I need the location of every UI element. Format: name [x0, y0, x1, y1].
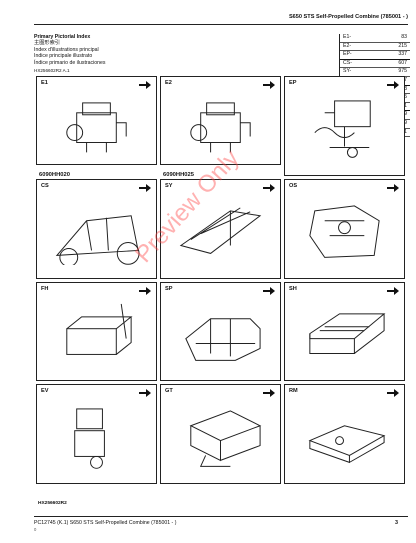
toc-row[interactable]: EP- 337: [340, 51, 410, 60]
engine-illustration: [66, 102, 127, 153]
cell-code: SP: [165, 285, 173, 292]
feeder-house-illustration: [66, 303, 133, 355]
header-rule: [34, 24, 408, 25]
page-link-arrow-icon[interactable]: [138, 286, 152, 296]
toc-code: SY-: [343, 68, 352, 75]
pictorial-cell-ep[interactable]: EP: [284, 76, 405, 176]
page-header-title: S650 STS Self-Propelled Combine (785001 …: [288, 14, 408, 20]
straw-processing-illustration: [185, 317, 261, 361]
page-link-arrow-icon[interactable]: [262, 183, 276, 193]
footer-sub: 0: [34, 527, 37, 532]
figure-id: HX256602R2: [38, 501, 67, 506]
footer-rule: [34, 516, 408, 517]
cell-code: OS: [289, 182, 298, 189]
pictorial-cell-sy[interactable]: SY: [160, 178, 281, 279]
index-titles: Primary Pictorial Index 主图形索引 Index d'il…: [34, 34, 106, 66]
pictorial-cell-sh[interactable]: SH: [284, 281, 405, 382]
toc-page: 607: [398, 59, 407, 66]
pictorial-cell-gt[interactable]: GT: [160, 384, 281, 484]
toc-code: E2-: [343, 42, 352, 49]
toc-code: E1-: [343, 34, 352, 40]
page-link-arrow-icon[interactable]: [386, 388, 400, 398]
index-title-fr: Index d'illustrations principal: [34, 46, 99, 53]
separator-illustration: [179, 207, 262, 254]
cell-code: EP: [289, 80, 297, 86]
page-link-arrow-icon[interactable]: [138, 183, 152, 193]
cell-caption: 6090HH020: [39, 171, 70, 178]
cell-code: CS: [41, 182, 49, 189]
pictorial-cell-sp[interactable]: SP: [160, 281, 281, 382]
toc-code: CS-: [343, 59, 352, 66]
index-title-en: Primary Pictorial Index: [34, 34, 91, 40]
pictorial-index-grid: E1 6090HH020 E2 6090HH025 EP CS SY OS FH SP SH EV GT…: [36, 76, 408, 487]
page-link-arrow-icon[interactable]: [262, 286, 276, 296]
page-link-arrow-icon[interactable]: [386, 183, 400, 193]
toc-page: 337: [398, 51, 407, 58]
combine-structure-illustration: [55, 215, 140, 266]
index-title-it: Indice principale illustrato: [34, 53, 93, 60]
pictorial-cell-cs[interactable]: CS: [36, 178, 157, 279]
cell-code: FH: [41, 285, 49, 292]
toc-row[interactable]: E1- 83: [340, 34, 410, 43]
toc-page: 975: [398, 68, 407, 75]
cell-code: E2: [165, 80, 172, 86]
cell-caption: 6090HH025: [163, 171, 194, 178]
pictorial-cell-e1[interactable]: E1 6090HH020: [36, 76, 157, 178]
cell-code: RM: [289, 388, 298, 395]
engine-package-illustration: [314, 100, 371, 158]
page-link-arrow-icon[interactable]: [386, 286, 400, 296]
operator-station-illustration: [309, 205, 380, 258]
pictorial-cell-e2[interactable]: E2 6090HH025: [160, 76, 281, 178]
page-link-arrow-icon[interactable]: [386, 80, 400, 90]
index-title-zh: 主图形索引: [34, 40, 60, 47]
pictorial-cell-rm[interactable]: RM: [284, 384, 405, 484]
electrical-illustration: [74, 408, 105, 470]
toc-page: 215: [398, 42, 407, 49]
page-link-arrow-icon[interactable]: [138, 80, 152, 90]
page-link-arrow-icon[interactable]: [138, 388, 152, 398]
cell-code: SH: [289, 285, 297, 292]
toc-code: EP-: [343, 51, 352, 58]
pictorial-cell-ev[interactable]: EV: [36, 384, 157, 484]
pictorial-cell-fh[interactable]: FH: [36, 281, 157, 382]
doc-code: HX256602R2 A.1: [34, 68, 70, 73]
footer-text: PC12745 (K.1) S650 STS Self-Propelled Co…: [34, 520, 177, 526]
cell-code: EV: [41, 388, 49, 395]
engine-illustration: [190, 102, 251, 153]
pictorial-cell-os[interactable]: OS: [284, 178, 405, 279]
cell-code: E1: [41, 80, 48, 86]
toc-row[interactable]: CS- 607: [340, 60, 410, 69]
page-link-arrow-icon[interactable]: [262, 388, 276, 398]
grain-tank-illustration: [189, 410, 262, 468]
page-link-arrow-icon[interactable]: [262, 80, 276, 90]
toc-row[interactable]: E2- 215: [340, 43, 410, 52]
cell-code: SY: [165, 182, 173, 189]
residue-management-illustration: [308, 425, 386, 464]
page-number: 3: [395, 520, 398, 526]
shoe-illustration: [309, 312, 386, 354]
toc-page: 83: [401, 34, 407, 40]
cell-code: GT: [165, 388, 173, 395]
index-title-es: Índice primario de ilustraciones: [34, 59, 106, 66]
